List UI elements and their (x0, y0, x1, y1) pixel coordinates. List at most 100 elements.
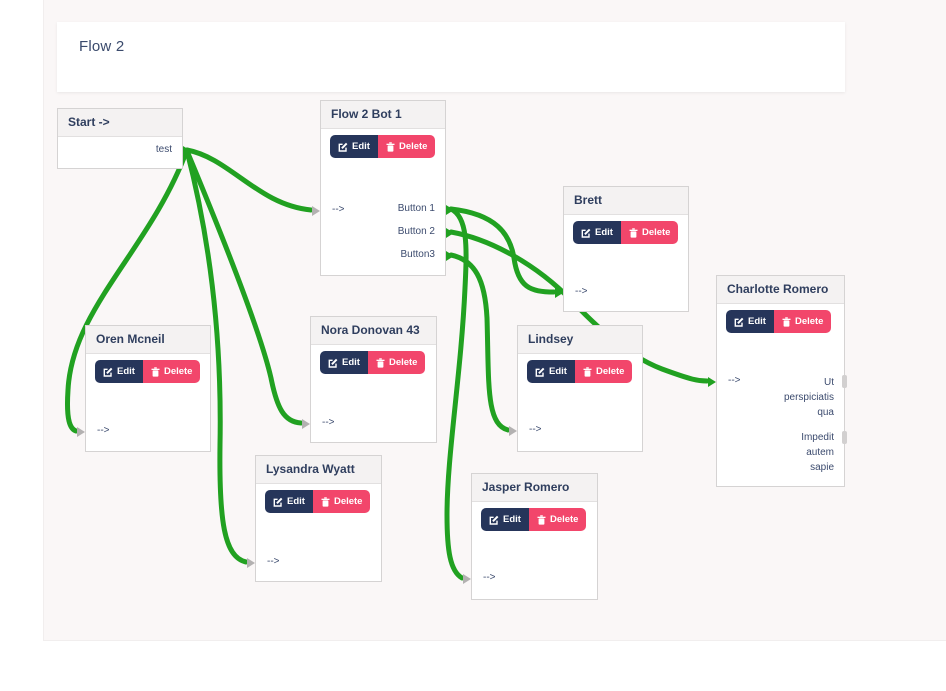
connection-wire-start.test-to-flow2bot1.input[interactable] (184, 147, 314, 213)
output-text-block-1: Ut perspiciatis qua (784, 375, 834, 420)
flow-node-flow2bot1[interactable]: Flow 2 Bot 1 Edit Delete --> Button 1 Button … (312, 100, 454, 276)
output-label: Button3 (400, 249, 435, 260)
trash-icon (151, 366, 160, 377)
edit-button[interactable]: Edit (726, 310, 774, 333)
delete-button-label: Delete (641, 227, 671, 238)
node-title-charlotte-romero[interactable]: Charlotte Romero (717, 276, 844, 304)
edit-button-label: Edit (595, 227, 613, 238)
output-port-flow2bot1-2[interactable] (446, 228, 454, 238)
edit-button[interactable]: Edit (481, 508, 529, 531)
output-text-line: Ut (824, 377, 834, 388)
delete-button[interactable]: Delete (574, 360, 633, 383)
trash-icon (629, 227, 638, 238)
delete-button[interactable]: Delete (377, 135, 436, 158)
edit-button[interactable]: Edit (527, 360, 575, 383)
edit-button-label: Edit (549, 366, 567, 377)
trash-icon (583, 366, 592, 377)
flow-node-nora-donovan-43[interactable]: Nora Donovan 43 Edit Delete --> (302, 316, 437, 443)
edit-button[interactable]: Edit (320, 351, 368, 374)
input-label: --> (322, 417, 335, 428)
pencil-square-icon (338, 142, 348, 152)
output-port-start-1[interactable] (183, 146, 191, 156)
output-port-flow2bot1-3[interactable] (446, 251, 454, 261)
connection-wire-flow2bot1.button1-to-jasper-romero.input[interactable] (444, 206, 469, 581)
edit-button[interactable]: Edit (573, 221, 621, 244)
output-port-flow2bot1-1[interactable] (446, 205, 454, 215)
node-actions: Edit Delete (527, 360, 633, 383)
edit-button[interactable]: Edit (330, 135, 378, 158)
node-title-lysandra-wyatt[interactable]: Lysandra Wyatt (256, 456, 381, 484)
node-title-lindsey[interactable]: Lindsey (518, 326, 642, 354)
input-port-lindsey[interactable] (509, 426, 517, 436)
pencil-square-icon (535, 367, 545, 377)
delete-button[interactable]: Delete (367, 351, 426, 374)
trash-icon (386, 141, 395, 152)
output-port-stub-2[interactable] (842, 431, 847, 444)
delete-button[interactable]: Delete (620, 221, 679, 244)
node-actions: Edit Delete (573, 221, 679, 244)
connection-wire-start.test-to-nora-donovan-43.input[interactable] (184, 148, 304, 426)
connection-wire-start.test-to-lysandra-wyatt.input[interactable] (184, 148, 249, 565)
trash-icon (321, 496, 330, 507)
edit-button-label: Edit (352, 141, 370, 152)
delete-button[interactable]: Delete (142, 360, 201, 383)
trash-icon (782, 316, 791, 327)
delete-button-label: Delete (549, 514, 579, 525)
input-port-flow2bot1[interactable] (312, 206, 320, 216)
input-port-oren-mcneil[interactable] (77, 427, 85, 437)
node-actions: Edit Delete (95, 360, 201, 383)
trash-icon (376, 357, 385, 368)
delete-button-label: Delete (595, 366, 625, 377)
delete-button[interactable]: Delete (312, 490, 371, 513)
edit-button-label: Edit (748, 316, 766, 327)
output-label: Button 1 (397, 203, 435, 214)
node-title-flow2bot1[interactable]: Flow 2 Bot 1 (321, 101, 445, 129)
edit-button[interactable]: Edit (265, 490, 313, 513)
output-port-stub-1[interactable] (842, 375, 847, 388)
output-label: Button 2 (397, 226, 435, 237)
input-port-charlotte-romero[interactable] (708, 377, 716, 387)
edit-button[interactable]: Edit (95, 360, 143, 383)
input-label: --> (332, 204, 345, 215)
output-text-line: perspiciatis (783, 392, 834, 403)
pencil-square-icon (103, 367, 113, 377)
connection-wire-flow2bot1.button3-to-lindsey.input[interactable] (448, 252, 511, 433)
flow-node-start[interactable]: Start -> test (57, 108, 191, 169)
delete-button-label: Delete (388, 357, 418, 368)
input-label: --> (97, 425, 110, 436)
pencil-square-icon (328, 358, 338, 368)
delete-button-label: Delete (163, 366, 193, 377)
pencil-square-icon (273, 497, 283, 507)
connection-wire-start.test-to-oren-mcneil.input[interactable] (65, 147, 190, 434)
input-label: --> (728, 375, 741, 386)
delete-button-label: Delete (794, 316, 824, 327)
input-port-brett[interactable] (555, 288, 563, 298)
node-title-oren-mcneil[interactable]: Oren Mcneil (86, 326, 210, 354)
input-label: --> (483, 572, 496, 583)
input-label: --> (529, 424, 542, 435)
output-label: test (155, 144, 172, 155)
delete-button[interactable]: Delete (773, 310, 832, 333)
node-title-brett[interactable]: Brett (564, 187, 688, 215)
node-title-nora-donovan-43[interactable]: Nora Donovan 43 (311, 317, 436, 345)
edit-button-label: Edit (287, 496, 305, 507)
delete-button-label: Delete (398, 141, 428, 152)
edit-button-label: Edit (342, 357, 360, 368)
output-text-line: qua (817, 407, 834, 418)
input-port-jasper-romero[interactable] (463, 574, 471, 584)
output-text-line: Impedit (801, 432, 834, 443)
node-title-start[interactable]: Start -> (58, 109, 182, 137)
delete-button-label: Delete (333, 496, 363, 507)
input-port-lysandra-wyatt[interactable] (247, 558, 255, 568)
delete-button[interactable]: Delete (528, 508, 587, 531)
node-title-jasper-romero[interactable]: Jasper Romero (472, 474, 597, 502)
input-port-nora-donovan-43[interactable] (302, 419, 310, 429)
